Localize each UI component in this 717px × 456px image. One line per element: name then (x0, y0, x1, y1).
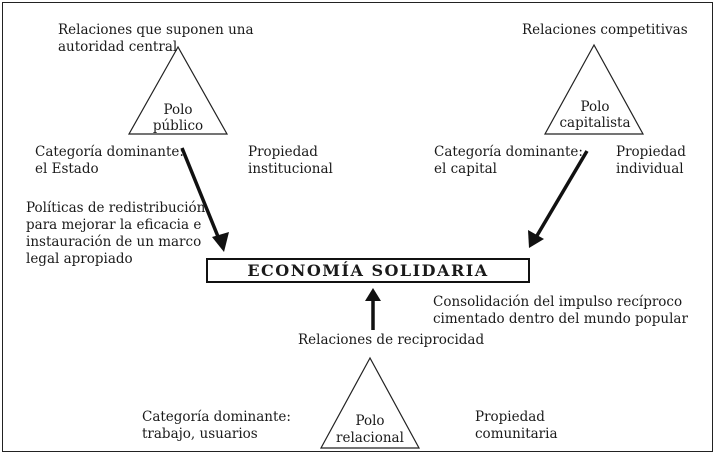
arrow-public-to-solidarity (180, 147, 223, 245)
public-property-line-2: institucional (248, 161, 333, 177)
public-policies-line-3: instauración de un marco (26, 234, 202, 250)
relational-relations: Relaciones de reciprocidad (298, 332, 485, 348)
relational-consolidation-line-2: cimentado dentro del mundo popular (433, 311, 688, 327)
diagram-frame (2, 2, 713, 452)
public-relations-line-2: autoridad central (58, 39, 178, 55)
relational-category-line-1: Categoría dominante: (142, 409, 291, 425)
capitalist-pole-triangle (543, 43, 645, 135)
relational-pole-triangle (319, 356, 421, 449)
capitalist-pole-label-2: capitalista (559, 115, 631, 131)
capitalist-category-line-2: el capital (434, 161, 497, 177)
relational-pole-label-1: Polo (355, 413, 385, 429)
relational-category-line-2: trabajo, usuarios (142, 426, 258, 442)
arrowhead-relational (365, 288, 381, 301)
public-policies-line-2: para mejorar la eficacia e (26, 217, 202, 233)
arrow-capitalist-to-solidarity (533, 150, 589, 240)
public-relations-line-1: Relaciones que suponen una (58, 22, 254, 38)
relational-pole-label-2: relacional (336, 430, 404, 446)
capitalist-pole-label-1: Polo (580, 99, 610, 115)
public-category-line-1: Categoría dominante: (35, 144, 184, 160)
capitalist-property-line-2: individual (616, 161, 684, 177)
relational-consolidation-line-1: Consolidación del impulso recíproco (433, 294, 683, 310)
public-category-line-2: el Estado (35, 161, 99, 177)
public-policies-line-4: legal apropiado (26, 251, 133, 267)
arrowhead-capitalist (528, 230, 544, 248)
public-pole-triangle (127, 45, 229, 135)
capitalist-property-line-1: Propiedad (616, 144, 686, 160)
public-pole-label-2: público (152, 118, 204, 134)
relational-property-line-2: comunitaria (475, 426, 558, 442)
relational-property-line-1: Propiedad (475, 409, 545, 425)
public-pole-label-1: Polo (163, 102, 193, 118)
solidarity-economy-banner: ECONOMÍA SOLIDARIA (206, 258, 530, 283)
capitalist-relations: Relaciones competitivas (522, 22, 688, 38)
public-policies-line-1: Políticas de redistribución (26, 200, 206, 216)
capitalist-category-line-1: Categoría dominante: (434, 144, 583, 160)
public-property-line-1: Propiedad (248, 144, 318, 160)
arrowhead-public (212, 232, 229, 252)
